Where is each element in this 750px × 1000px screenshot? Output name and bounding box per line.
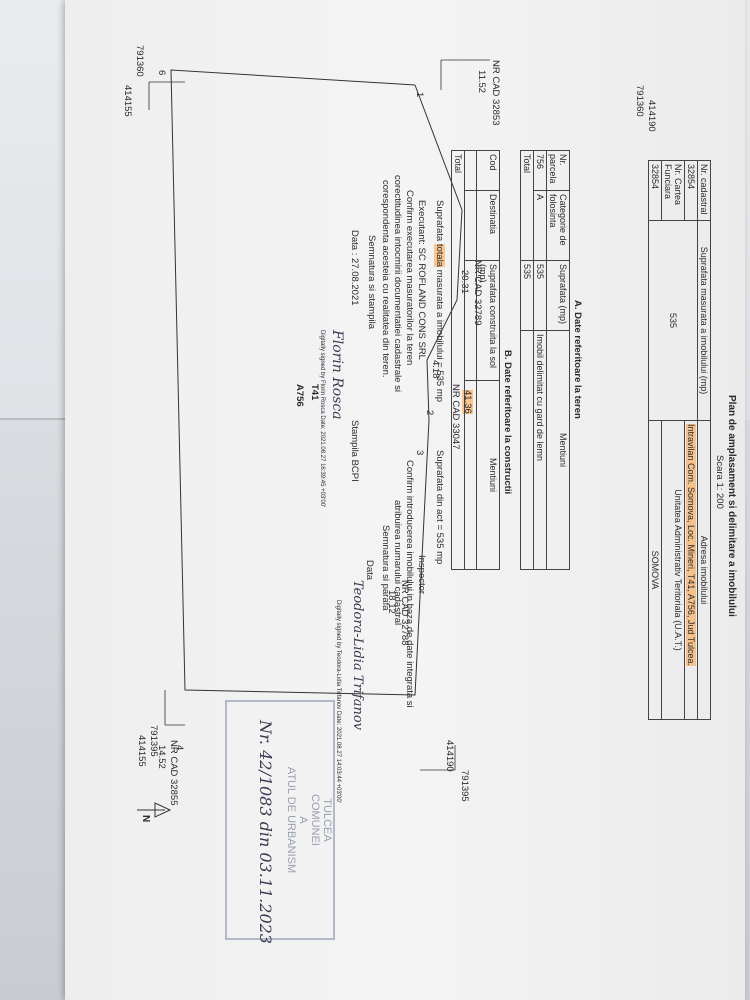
- point-2: 2: [424, 410, 435, 416]
- stamp-line-1: TULCEA: [321, 798, 333, 842]
- inspector-stamp-label: Stampila BCPI: [349, 420, 360, 482]
- north-arrow-icon: [154, 802, 172, 818]
- section-a-h-ment: Mentiuni: [546, 330, 570, 570]
- inspector-title: Inspector: [416, 555, 427, 595]
- coord-1: 791360: [134, 45, 145, 77]
- inspector-data-label: Data: [364, 560, 375, 581]
- executor-line-2: Confirm executarea masuratorilor la tere…: [404, 190, 415, 366]
- inspector-line-1: Confirm introducerea imobilului in baza …: [404, 460, 415, 708]
- section-b-empty-3: [464, 260, 477, 381]
- coord-4: 414190: [646, 100, 657, 132]
- coord-2: 414155: [122, 85, 133, 117]
- executor-date: Data : 27.08.2021: [349, 230, 360, 306]
- section-b-table: Cod Destinatia Suprafata construita la s…: [451, 150, 500, 570]
- executor-signature: Florin Rosca: [329, 330, 345, 420]
- section-a-h-cat: Categorie de folosinta: [546, 190, 570, 261]
- section-b-empty-2: [464, 190, 477, 261]
- dim-top: 11.52: [476, 70, 487, 94]
- inspector-line-3: Semnatura si parafa: [380, 525, 391, 611]
- section-a-total-label: Total: [520, 150, 534, 261]
- stamp-line-3: A: [297, 816, 309, 824]
- coord-5: 791395: [148, 725, 159, 757]
- coord-6: 414155: [136, 735, 147, 767]
- document-sheet: Plan de amplasament si delimitare a imob…: [65, 0, 745, 1000]
- coord-8: 791395: [459, 770, 470, 802]
- nr-cad-32853: NR CAD 32853: [490, 60, 501, 126]
- section-b-total-label: Total: [451, 150, 465, 570]
- section-b-h-dest: Destinatia: [476, 190, 500, 261]
- section-a-total-empty: [520, 330, 534, 570]
- coord-3: 791360: [634, 85, 645, 117]
- cadastral-plan-page: Plan de amplasament si delimitare a imob…: [65, 0, 745, 1000]
- point-1: 1: [414, 92, 425, 98]
- section-a-title: A. Date referitoare la teren: [572, 300, 583, 419]
- section-b-title: B. Date referitoare la constructii: [502, 350, 513, 495]
- urbanism-stamp: TULCEA COMUNEI A ATUL DE URBANISM: [225, 700, 335, 940]
- north-label: N: [140, 815, 151, 823]
- inspector-line-2: atribuirea numarului cadastral: [392, 500, 403, 626]
- stamp-line-2: COMUNEI: [309, 794, 321, 846]
- executor-line-4: corespondenta acesteia cu realitatea din…: [380, 180, 391, 378]
- section-a-r-ment: Imobil delimitat cu gard de lemn: [533, 330, 547, 570]
- section-b-empty-4: [464, 380, 477, 570]
- section-b-h-ment: Mentiuni: [476, 380, 500, 570]
- section-a-r-cat: A: [533, 190, 547, 261]
- act-total: Suprafata din act = 535 mp: [434, 450, 445, 565]
- point-6: 6: [156, 70, 167, 76]
- measured-total: Suprafata totala masurata a imobilului =…: [434, 200, 445, 403]
- executor-line-5: Semnatura si stampila: [366, 235, 377, 329]
- section-a-total-value: 535: [520, 260, 534, 331]
- executor-line-3: corectitudinea intocmirii documentatiei …: [392, 175, 403, 393]
- section-a-h-nr: Nr. parcela: [546, 150, 570, 191]
- parcel-drawing: [137, 59, 490, 818]
- executor-line-1: Executant: SC ROFLAND CONS SRL: [416, 200, 427, 360]
- parcel-outline: [170, 69, 463, 696]
- executor-signature-meta: Digitally signed by Florin Rosca Date: 2…: [319, 330, 325, 508]
- section-a-h-sup: Suprafata (mp): [546, 260, 570, 331]
- parcel-label: A756: [294, 384, 305, 407]
- inspector-signature-meta: Digitally signed by Teodora-Lidia Trifan…: [335, 600, 341, 803]
- section-b-h-sup: Suprafata construita la sol (mp): [476, 260, 500, 381]
- section-a-r-nr: 756: [533, 150, 547, 191]
- stamp-number: Nr. 42/1083 din 03.11.2023: [256, 720, 275, 944]
- stamp-line-4: ATUL DE URBANISM: [285, 766, 297, 874]
- section-a-r-sup: 535: [533, 260, 547, 331]
- section-b-h-cod: Cod: [476, 150, 500, 191]
- inspector-signature: Teodora-Lidia Trifanov: [350, 580, 365, 730]
- section-a-table: Nr. parcela Categorie de folosinta Supra…: [520, 150, 570, 570]
- point-4: 4: [174, 745, 185, 751]
- coord-7: 414190: [444, 740, 455, 772]
- point-3: 3: [414, 450, 425, 456]
- section-b-empty-1: [464, 150, 477, 191]
